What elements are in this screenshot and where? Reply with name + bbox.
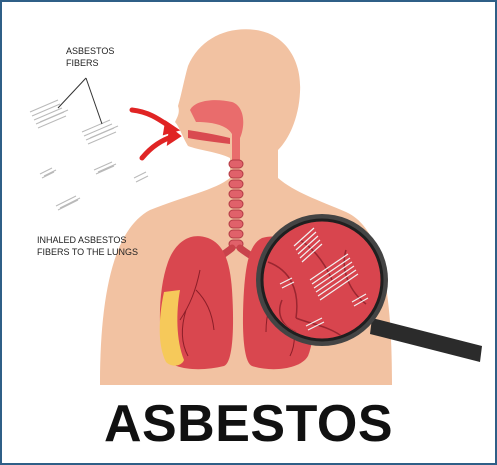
page-title: ASBESTOS: [0, 394, 497, 454]
asbestos-fiber-cluster: [30, 100, 148, 210]
inhale-arrow-icon: [132, 110, 180, 158]
asbestos-fibers-label: ASBESTOS FIBERS: [66, 45, 114, 69]
inhaled-fibers-label: INHALED ASBESTOS FIBERS TO THE LUNGS: [37, 234, 138, 258]
